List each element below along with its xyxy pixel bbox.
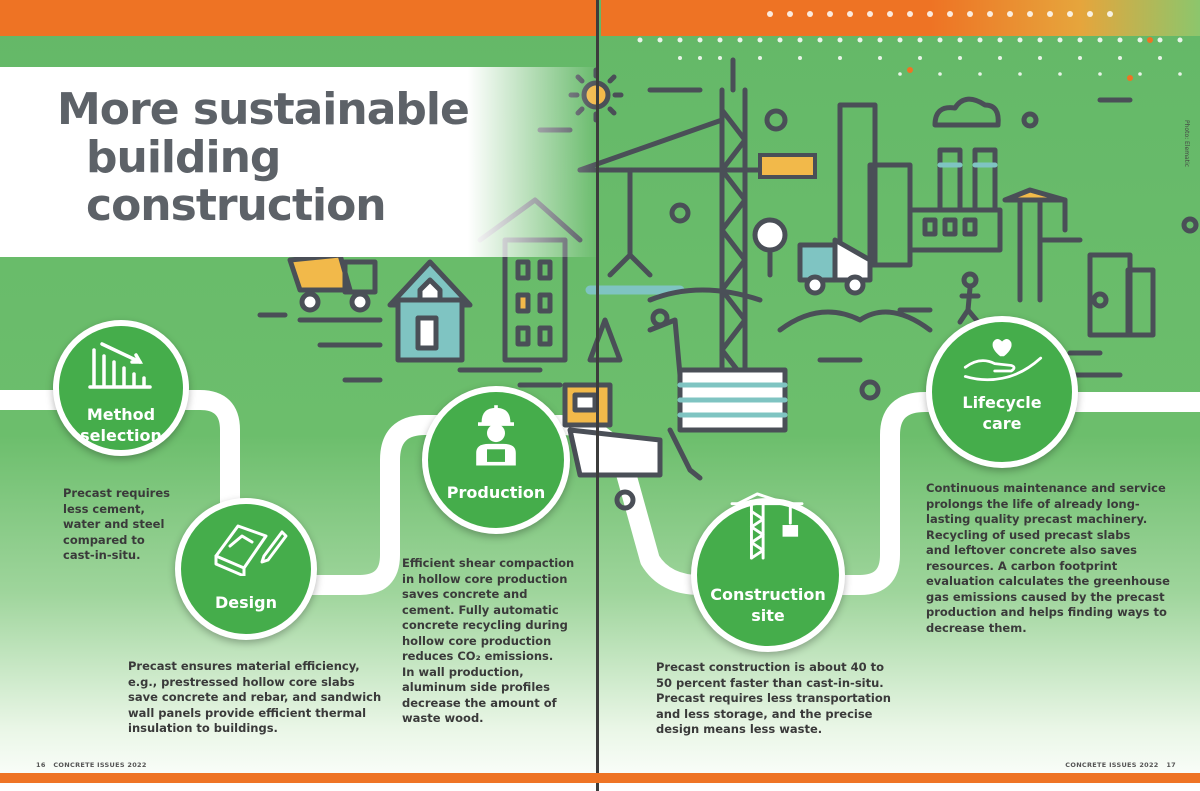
publication-left: CONCRETE ISSUES 2022 [53,761,147,769]
text-line: Continuous maintenance and service [926,481,1166,495]
photo-credit: Photo: Elematic [1183,120,1190,168]
label-line: Lifecycle [962,393,1042,412]
text-line: In wall production, [402,664,524,679]
top-orange-bar-left [0,0,598,36]
dot-pattern [637,11,1183,76]
bar-chart-down-icon [88,342,152,389]
production-node: Production [422,386,570,534]
label-line: Method [86,405,156,424]
text-line: Precast requires less transportation [656,691,891,705]
text-line: save concrete and rebar, and sandwich [128,690,382,704]
text-line: cement. Fully automatic [402,602,559,617]
text-line: Efficient shear compaction [402,556,575,570]
text-line: Precast ensures material efficiency, [128,659,360,673]
label-line: site [751,606,785,625]
lifecycle-care-node: Lifecycle care [926,316,1078,468]
text-line: 50 percent faster than cast-in-situ. [656,675,884,690]
text-line: lasting quality precast machinery. [926,512,1148,526]
method-selection-text: Precast requires less cement, water and … [63,486,170,564]
text-line: and leftover concrete also saves [926,543,1137,557]
text-line: water and steel [63,517,165,531]
lifecycle-care-label: Lifecycle care [932,392,1072,434]
production-text: Efficient shear compaction in hollow cor… [402,556,574,727]
text-line: saves concrete and [402,587,528,601]
label-line: Production [446,483,546,502]
text-line: wall panels provide efficient thermal [128,705,367,720]
text-line: decrease the amount of [402,695,557,710]
text-line: concrete recycling during [402,618,568,632]
worker-icon [476,405,516,466]
label-line: care [982,414,1022,433]
page-number-right: 17 [1166,761,1176,769]
text-line: waste wood. [402,711,484,725]
text-line: in hollow core production [402,571,568,586]
text-line: Precast construction is about 40 to [656,660,885,674]
text-line: and less storage, and the precise [656,706,873,721]
text-line: production and helps finding ways to [926,605,1167,619]
design-node: Design [175,498,317,640]
construction-site-label: Construction site [697,584,839,626]
text-line: evaluation calculates the greenhouse [926,574,1170,588]
title-panel [0,67,600,257]
production-label: Production [428,482,564,503]
text-line: prolongs the life of already long- [926,496,1140,511]
tower-crane-icon [730,492,804,560]
page-title: More sustainable building construction [57,84,470,231]
folio-left: 16 CONCRETE ISSUES 2022 [36,761,147,769]
text-line: design means less waste. [656,722,823,736]
folio-right: CONCRETE ISSUES 2022 17 [1065,761,1176,769]
method-selection-label: Method selection [59,404,183,446]
text-line: insulation to buildings. [128,721,278,735]
lifecycle-care-text: Continuous maintenance and service prolo… [926,481,1170,636]
text-line: gas emissions caused by the precast [926,589,1165,604]
label-line: selection [80,426,162,445]
publication-right: CONCRETE ISSUES 2022 [1065,761,1159,769]
text-line: cast-in-situ. [63,548,141,562]
construction-site-node: Construction site [691,492,845,652]
text-line: hollow core production [402,633,552,648]
method-selection-node: Method selection [53,320,189,456]
text-line: less cement, [63,501,145,516]
design-label: Design [181,592,311,613]
page-spine [596,0,599,791]
blueprint-pencil-icon [214,524,288,576]
hand-heart-icon [963,338,1043,382]
text-line: Precast requires [63,486,170,500]
text-line: decrease them. [926,620,1027,635]
text-line: resources. A carbon footprint [926,558,1118,573]
text-line: Recycling of used precast slabs [926,527,1131,542]
design-text: Precast ensures material efficiency, e.g… [128,659,381,737]
construction-site-text: Precast construction is about 40 to 50 p… [656,660,891,738]
top-orange-bar-right [601,0,1200,36]
bottom-orange-bar [0,773,1200,783]
title-line-2: building [86,132,281,183]
text-line: e.g., prestressed hollow core slabs [128,674,355,689]
title-line-1: More sustainable [57,84,470,135]
page-number-left: 16 [36,761,46,769]
label-line: Construction [710,585,826,604]
title-line-3: construction [86,180,387,231]
label-line: Design [215,593,277,612]
text-line: compared to [63,532,145,547]
text-line: reduces CO₂ emissions. [402,649,554,663]
text-line: aluminum side profiles [402,680,550,694]
